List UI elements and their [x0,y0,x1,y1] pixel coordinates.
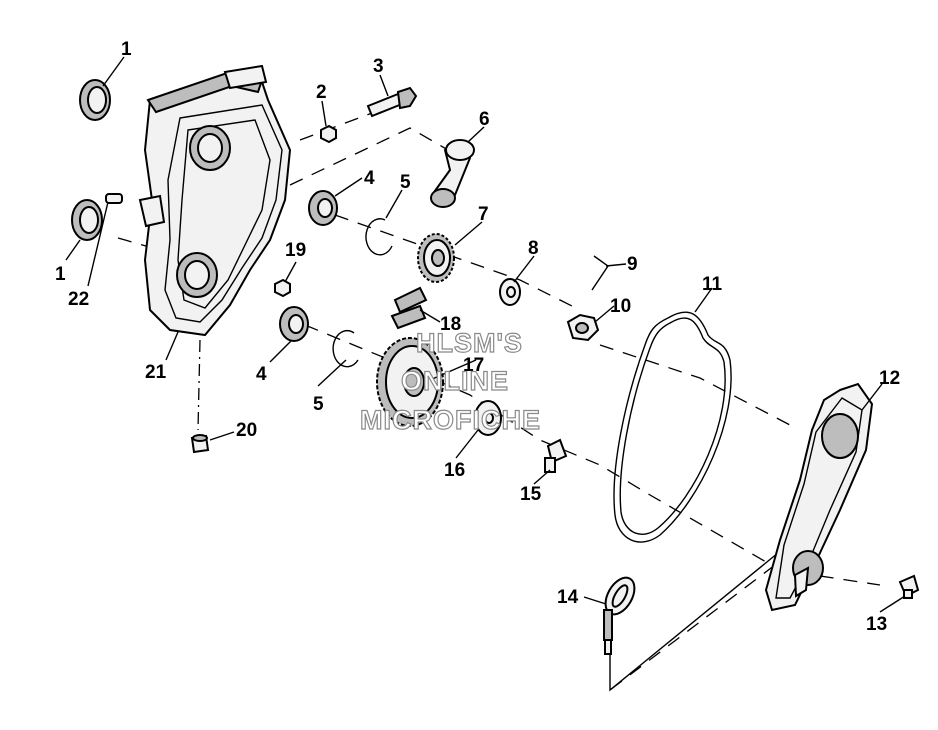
nut-housing [274,278,291,298]
callout-17: 17 [463,355,484,376]
cotter-pin [591,255,609,291]
callout-labels: 1 1 2 3 4 4 5 5 6 7 8 9 10 11 12 13 14 1… [55,39,900,635]
callout-15: 15 [520,484,542,505]
bearing-lower [279,306,309,342]
tensioner-arm [430,139,475,208]
bolt-long [366,86,418,118]
locating-pin [105,193,123,204]
callout-4-lower: 4 [256,364,267,385]
snap-ring-lower [332,330,359,368]
cover-gasket [613,311,732,543]
sprocket-small [417,233,455,283]
watermark: HLSM'S ONLINE MICROFICHE [359,327,541,435]
callout-21: 21 [145,362,167,383]
callout-4-upper: 4 [364,168,375,189]
callout-11: 11 [702,274,723,295]
callout-1-upper: 1 [121,39,132,60]
callout-8: 8 [528,238,539,259]
chaincase-cover [764,382,874,612]
callout-5-lower: 5 [313,394,324,415]
watermark-line-2: ONLINE [401,366,509,396]
leader-lines [65,56,906,613]
callout-2: 2 [316,82,327,103]
washer [499,278,521,306]
callout-5-upper: 5 [400,172,411,193]
snap-ring-upper [365,218,393,256]
assembly-lines [117,109,881,692]
seal-lower [71,199,103,241]
sprocket-large [376,337,444,427]
callout-12: 12 [879,368,900,389]
bolt-short [544,438,568,473]
watermark-line-1: HLSM'S [416,328,523,358]
callout-22: 22 [68,289,89,310]
callout-3: 3 [373,56,384,77]
callout-10: 10 [610,296,631,317]
drain-plug [190,434,210,454]
watermark-line-3: MICROFICHE [360,405,541,435]
seal-upper [79,79,111,121]
dipstick [603,576,636,655]
nut-large [566,313,600,342]
callout-6: 6 [479,109,490,130]
bearing-upper [308,190,338,226]
callout-7: 7 [478,204,489,225]
callout-1-lower: 1 [55,264,66,285]
thrust-washer [474,400,502,436]
chain-segment [390,286,428,330]
callout-13: 13 [866,614,887,635]
cover-bolt [898,574,920,599]
callout-19: 19 [285,240,306,261]
callout-16: 16 [444,460,465,481]
callout-20: 20 [236,420,257,441]
callout-14: 14 [557,587,579,608]
nut-small [320,124,337,144]
callout-9: 9 [627,254,638,275]
chaincase-housing [138,64,292,337]
callout-18: 18 [440,314,461,335]
